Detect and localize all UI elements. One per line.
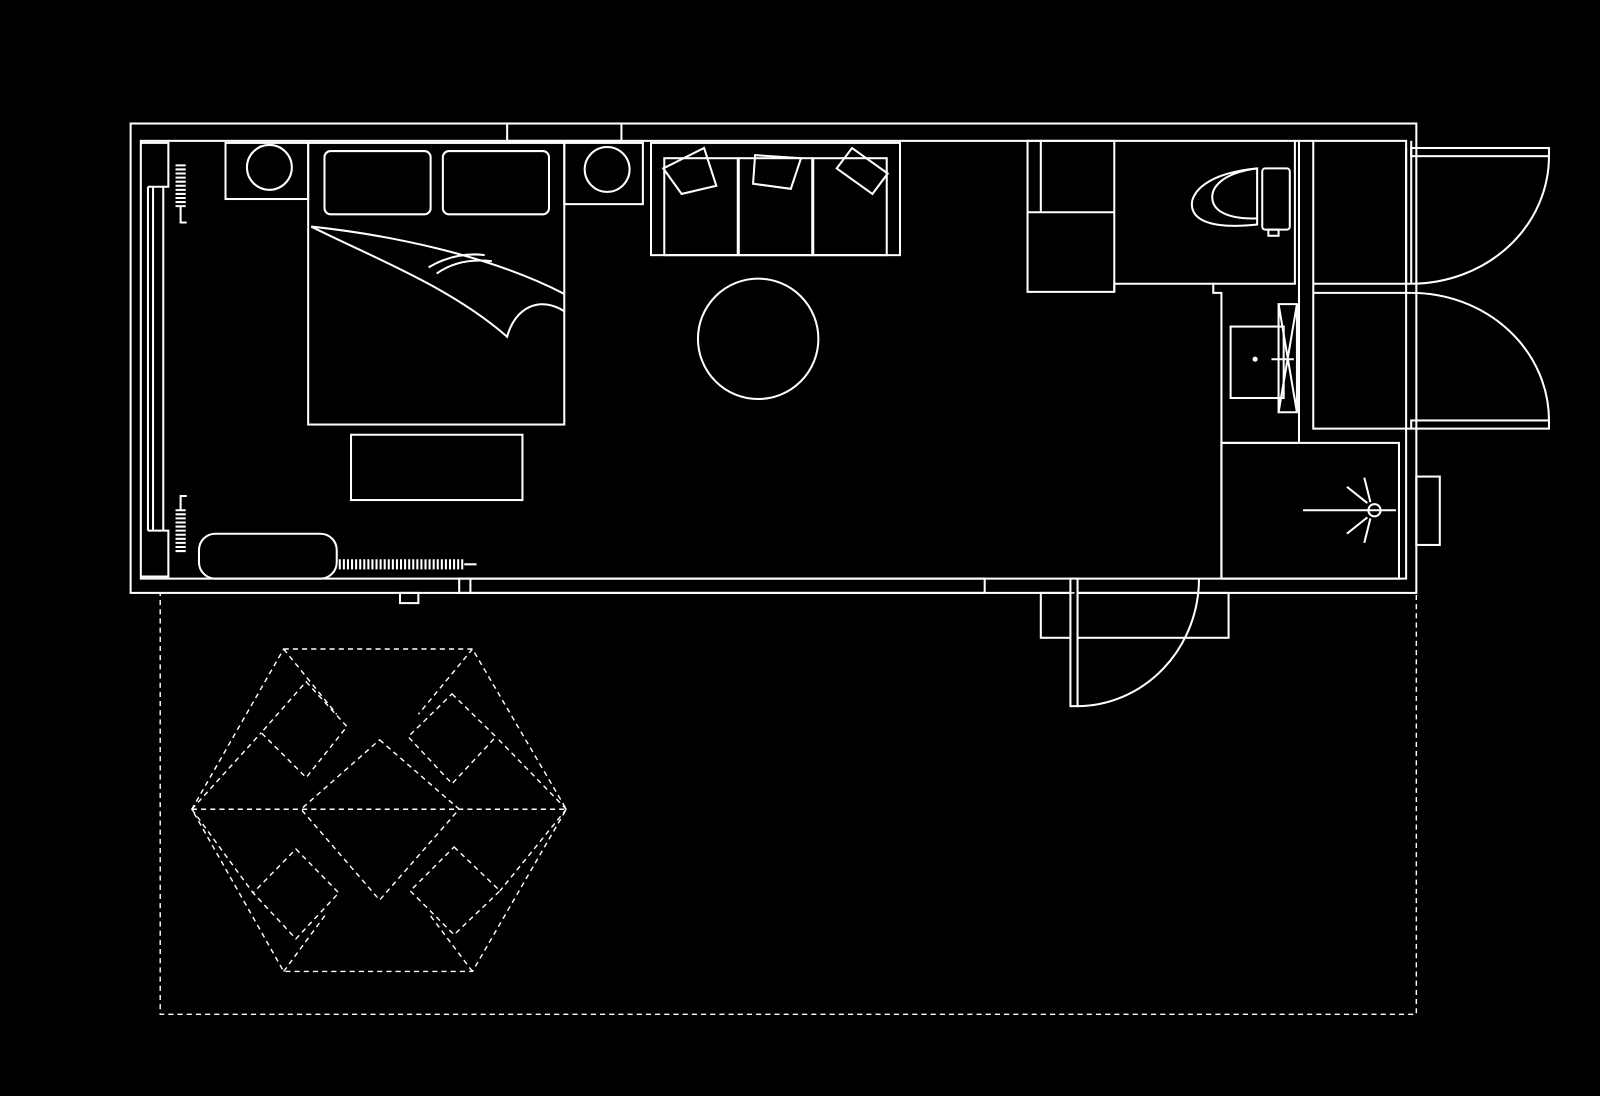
left-window: [140, 141, 170, 578]
top-window: [506, 122, 623, 142]
nightstand-right: [563, 141, 644, 206]
toilet-icon: [1190, 167, 1291, 237]
shower-icon: [1220, 441, 1441, 580]
armchair: [197, 532, 338, 580]
lamp-icon: [245, 143, 293, 191]
sofa-icon: [650, 141, 902, 257]
wardrobe: [1026, 139, 1116, 293]
closet-doors: [1410, 146, 1550, 430]
bench: [350, 433, 524, 502]
lamp-icon: [583, 145, 631, 193]
bed-icon: [307, 141, 566, 426]
door-icon: [1039, 577, 1230, 708]
table-icon: [696, 277, 820, 401]
sliding-door: [458, 577, 986, 594]
sink-icon: [1229, 303, 1298, 414]
radiator-icon: [175, 164, 477, 570]
terrace: [159, 592, 1418, 1016]
nightstand-left: [224, 141, 310, 201]
